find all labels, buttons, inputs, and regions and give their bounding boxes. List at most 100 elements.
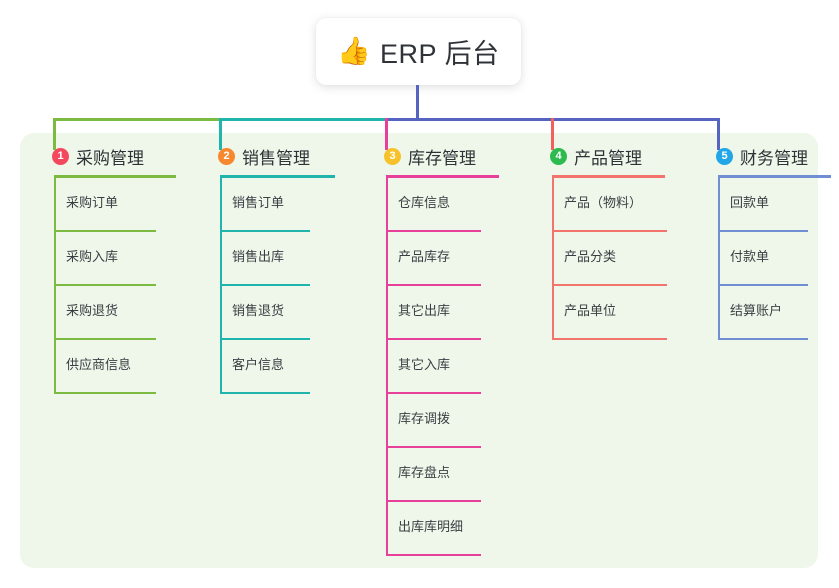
column-header-1[interactable]: 1 采购管理 (34, 143, 176, 169)
list-item-label: 出库库明细 (398, 519, 464, 534)
list-item[interactable]: 出库库明细 (366, 502, 499, 556)
list-item[interactable]: 结算账户 (698, 286, 831, 340)
list-item-label: 采购退货 (66, 303, 119, 318)
list-item-label: 产品单位 (564, 303, 617, 318)
list-item-rule (220, 392, 310, 394)
list-item[interactable]: 客户信息 (200, 340, 335, 394)
column-header-3[interactable]: 3 库存管理 (366, 143, 499, 169)
list-item-rule (552, 230, 667, 232)
column-4: 4 产品管理产品（物料） 产品分类产品单位 (532, 143, 667, 340)
column-badge-2: 2 (218, 147, 235, 165)
column-badge-4: 4 (550, 147, 567, 165)
diagram-panel (20, 133, 818, 568)
column-title-4: 产品管理 (574, 148, 642, 168)
list-item-label: 销售退货 (232, 303, 285, 318)
root-title: ERP 后台 (380, 39, 500, 69)
root-node[interactable]: 👍 ERP 后台 (316, 18, 521, 85)
list-item-label: 库存调拨 (398, 411, 451, 426)
list-item-rule (552, 338, 667, 340)
list-item-rule (54, 392, 156, 394)
list-item-rule (718, 338, 808, 340)
list-item[interactable]: 采购入库 (34, 232, 176, 286)
column-header-5[interactable]: 5 财务管理 (698, 143, 831, 169)
list-item[interactable]: 产品分类 (532, 232, 667, 286)
column-badge-5: 5 (716, 147, 733, 165)
list-item[interactable]: 付款单 (698, 232, 831, 286)
list-item-label: 采购入库 (66, 249, 119, 264)
connector-bar-green (53, 118, 221, 121)
column-rule-2 (220, 175, 335, 178)
list-item[interactable]: 采购订单 (34, 178, 176, 232)
list-item-label: 销售订单 (232, 195, 285, 210)
list-item[interactable]: 产品（物料） (532, 178, 667, 232)
list-item-label: 客户信息 (232, 357, 285, 372)
list-item-label: 产品库存 (398, 249, 451, 264)
connector-trunk (416, 85, 419, 121)
column-items-4: 产品（物料） 产品分类产品单位 (532, 178, 667, 340)
column-title-3: 库存管理 (408, 148, 476, 168)
list-item[interactable]: 供应商信息 (34, 340, 176, 394)
column-items-2: 销售订单销售出库销售退货客户信息 (200, 178, 335, 394)
drop-col-5 (717, 118, 720, 150)
list-item-label: 产品分类 (564, 249, 617, 264)
column-items-5: 回款单付款单结算账户 (698, 178, 831, 340)
list-item-rule (552, 284, 667, 286)
column-1: 1 采购管理采购订单采购入库采购退货供应商信息 (34, 143, 176, 394)
list-item-rule (54, 284, 156, 286)
list-item-rule (386, 446, 481, 448)
drop-col-2 (219, 118, 222, 150)
list-item[interactable]: 产品单位 (532, 286, 667, 340)
column-title-5: 财务管理 (740, 148, 808, 168)
list-item[interactable]: 销售出库 (200, 232, 335, 286)
column-rule-4 (552, 175, 665, 178)
list-item-rule (386, 554, 481, 556)
list-item-label: 产品（物料） (564, 195, 643, 210)
column-3: 3 库存管理仓库信息产品库存其它出库其它入库库存调拨库存盘点出库库明细 (366, 143, 499, 556)
column-badge-3: 3 (384, 147, 401, 165)
list-item[interactable]: 其它出库 (366, 286, 499, 340)
column-spine-2 (220, 178, 222, 394)
column-header-4[interactable]: 4 产品管理 (532, 143, 665, 169)
list-item[interactable]: 库存调拨 (366, 394, 499, 448)
column-title-1: 采购管理 (76, 148, 144, 168)
list-item-rule (220, 284, 310, 286)
list-item-label: 结算账户 (730, 303, 783, 318)
list-item[interactable]: 销售退货 (200, 286, 335, 340)
list-item-rule (54, 230, 156, 232)
drop-col-1 (53, 118, 56, 150)
list-item-rule (54, 338, 156, 340)
column-rule-3 (386, 175, 499, 178)
list-item[interactable]: 产品库存 (366, 232, 499, 286)
list-item-label: 库存盘点 (398, 465, 451, 480)
list-item-rule (386, 500, 481, 502)
column-5: 5 财务管理回款单付款单结算账户 (698, 143, 831, 340)
list-item[interactable]: 仓库信息 (366, 178, 499, 232)
thumbs-up-icon: 👍 (337, 36, 372, 66)
column-spine-5 (718, 178, 720, 340)
column-badge-1: 1 (52, 147, 69, 165)
list-item-label: 仓库信息 (398, 195, 451, 210)
list-item[interactable]: 库存盘点 (366, 448, 499, 502)
list-item[interactable]: 其它入库 (366, 340, 499, 394)
column-spine-4 (552, 178, 554, 340)
column-rule-1 (54, 175, 176, 178)
list-item-label: 其它出库 (398, 303, 451, 318)
list-item-rule (386, 338, 481, 340)
list-item[interactable]: 回款单 (698, 178, 831, 232)
list-item-rule (718, 230, 808, 232)
column-rule-5 (718, 175, 831, 178)
list-item-rule (386, 392, 481, 394)
list-item-label: 其它入库 (398, 357, 451, 372)
drop-col-3 (385, 118, 388, 150)
list-item-label: 采购订单 (66, 195, 119, 210)
list-item[interactable]: 销售订单 (200, 178, 335, 232)
list-item[interactable]: 采购退货 (34, 286, 176, 340)
list-item-label: 付款单 (730, 249, 770, 264)
list-item-rule (386, 284, 481, 286)
column-items-3: 仓库信息产品库存其它出库其它入库库存调拨库存盘点出库库明细 (366, 178, 499, 556)
list-item-rule (220, 230, 310, 232)
list-item-rule (386, 230, 481, 232)
column-spine-1 (54, 178, 56, 394)
